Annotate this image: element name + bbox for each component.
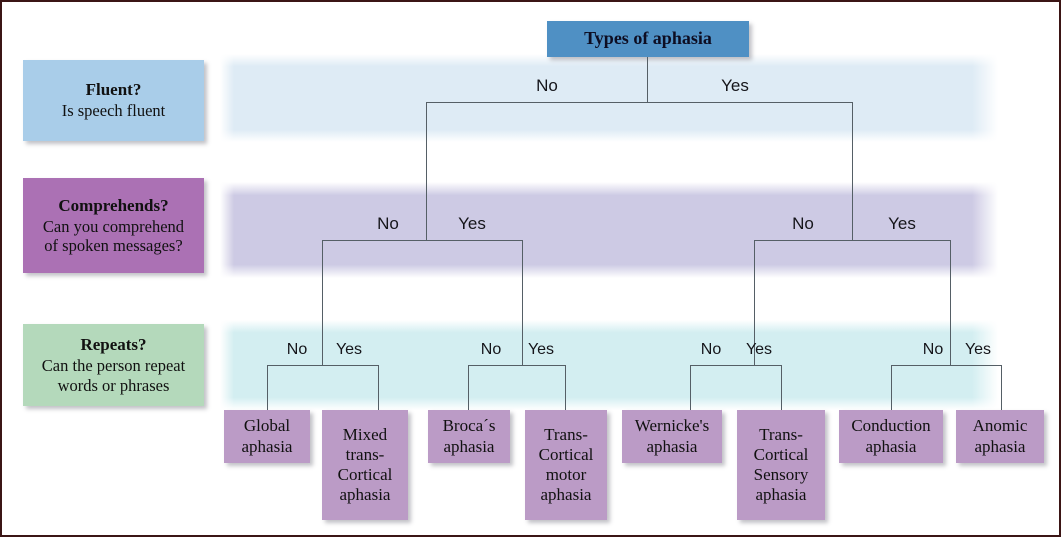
outcome-tcsensory-line-1: Trans- <box>759 424 803 444</box>
branch-label-level2-right-yes: Yes <box>888 214 916 233</box>
branch-label-level3-a-yes: Yes <box>335 341 363 358</box>
connector-level3-a-yes-drop <box>378 365 379 411</box>
outcome-brocas-line-1: Broca´s <box>442 416 496 436</box>
connector-level3-b-bar <box>468 365 565 366</box>
branch-label-level3-b-no: No <box>480 341 502 358</box>
outcome-tcmotor-line-2: Cortical <box>538 444 594 464</box>
branch-label-level3-c-no: No <box>700 341 722 358</box>
connector-level3-c-bar <box>690 365 781 366</box>
outcome-anomic-line-1: Anomic <box>972 416 1028 436</box>
outcome-box-transcortical-motor[interactable]: Trans- Cortical motor aphasia <box>525 410 607 520</box>
outcome-anomic-line-2: aphasia <box>974 436 1026 456</box>
connector-level2-left-no-drop <box>322 240 323 365</box>
question-box-comprehends[interactable]: Comprehends? Can you comprehend of spoke… <box>23 178 204 273</box>
connector-level1-left-drop <box>426 102 427 240</box>
branch-label-level1-no: No <box>536 76 558 95</box>
outcome-box-mixed-transcortical[interactable]: Mixed trans- Cortical aphasia <box>322 410 408 520</box>
outcome-box-wernickes[interactable]: Wernicke's aphasia <box>622 410 722 463</box>
connector-level3-d-no-drop <box>891 365 892 411</box>
question-comprehends-subtitle-line2: of spoken messages? <box>44 236 183 256</box>
branch-label-level3-d-no: No <box>922 341 944 358</box>
question-box-fluent[interactable]: Fluent? Is speech fluent <box>23 60 204 141</box>
outcome-wernickes-line-2: aphasia <box>646 436 698 456</box>
outcome-global-line-2: aphasia <box>241 436 293 456</box>
branch-label-level2-left-no: No <box>377 214 399 233</box>
outcome-box-anomic[interactable]: Anomic aphasia <box>956 410 1044 463</box>
connector-level3-a-no-drop <box>267 365 268 411</box>
outcome-box-brocas[interactable]: Broca´s aphasia <box>428 410 510 463</box>
outcome-mixed-line-3: Cortical <box>337 465 393 484</box>
question-comprehends-subtitle-line1: Can you comprehend <box>42 216 185 236</box>
outcome-conduction-line-1: Conduction <box>851 416 931 436</box>
band-fluent-row <box>220 54 998 142</box>
question-repeats-subtitle-line2: words or phrases <box>57 375 170 395</box>
connector-level1-right-drop <box>852 102 853 240</box>
outcome-global-line-1: Global <box>243 416 291 436</box>
connector-level3-c-no-drop <box>690 365 691 411</box>
connector-root-stem <box>647 57 648 102</box>
connector-level2-right-bar <box>754 240 950 241</box>
outcome-conduction-line-2: aphasia <box>865 436 917 456</box>
root-box-types-of-aphasia[interactable]: Types of aphasia <box>547 21 749 57</box>
outcome-box-conduction[interactable]: Conduction aphasia <box>839 410 943 463</box>
connector-level3-d-yes-drop <box>1001 365 1002 411</box>
branch-label-level3-a-no: No <box>286 341 308 358</box>
question-repeats-subtitle-line1: Can the person repeat <box>41 356 186 376</box>
outcome-tcmotor-line-1: Trans- <box>544 424 588 444</box>
outcome-wernickes-line-1: Wernicke's <box>634 416 710 436</box>
question-box-repeats[interactable]: Repeats? Can the person repeat words or … <box>23 324 204 406</box>
branch-label-level3-c-yes: Yes <box>745 341 773 358</box>
outcome-tcsensory-line-4: aphasia <box>755 485 807 505</box>
connector-level1-bar <box>426 102 853 103</box>
outcome-tcsensory-line-2: Cortical <box>753 444 809 464</box>
outcome-tcmotor-line-3: motor <box>545 465 587 484</box>
question-fluent-subtitle: Is speech fluent <box>61 101 166 121</box>
outcome-tcmotor-line-4: aphasia <box>540 485 592 505</box>
outcome-mixed-line-4: aphasia <box>339 485 391 505</box>
branch-label-level3-d-yes: Yes <box>964 341 992 358</box>
connector-level2-left-bar <box>322 240 522 241</box>
band-repeats-row <box>220 320 998 410</box>
outcome-brocas-line-2: aphasia <box>443 436 495 456</box>
connector-level3-d-bar <box>891 365 1001 366</box>
outcome-mixed-line-2: trans- <box>345 444 385 464</box>
question-repeats-title: Repeats? <box>80 335 147 354</box>
connector-level3-b-yes-drop <box>565 365 566 411</box>
connector-level3-c-yes-drop <box>781 365 782 411</box>
branch-label-level2-right-no: No <box>792 214 814 233</box>
branch-label-level1-yes: Yes <box>721 76 749 95</box>
outcome-box-transcortical-sensory[interactable]: Trans- Cortical Sensory aphasia <box>737 410 825 520</box>
branch-label-level3-b-yes: Yes <box>527 341 555 358</box>
question-fluent-title: Fluent? <box>85 80 142 100</box>
outcome-mixed-line-1: Mixed <box>342 424 388 444</box>
outcome-box-global[interactable]: Global aphasia <box>224 410 310 463</box>
branch-label-level2-left-yes: Yes <box>458 214 486 233</box>
question-comprehends-title: Comprehends? <box>58 195 169 215</box>
root-box-label: Types of aphasia <box>584 28 712 49</box>
connector-level3-a-bar <box>267 365 378 366</box>
connector-level3-b-no-drop <box>468 365 469 411</box>
outcome-tcsensory-line-3: Sensory <box>753 465 809 484</box>
